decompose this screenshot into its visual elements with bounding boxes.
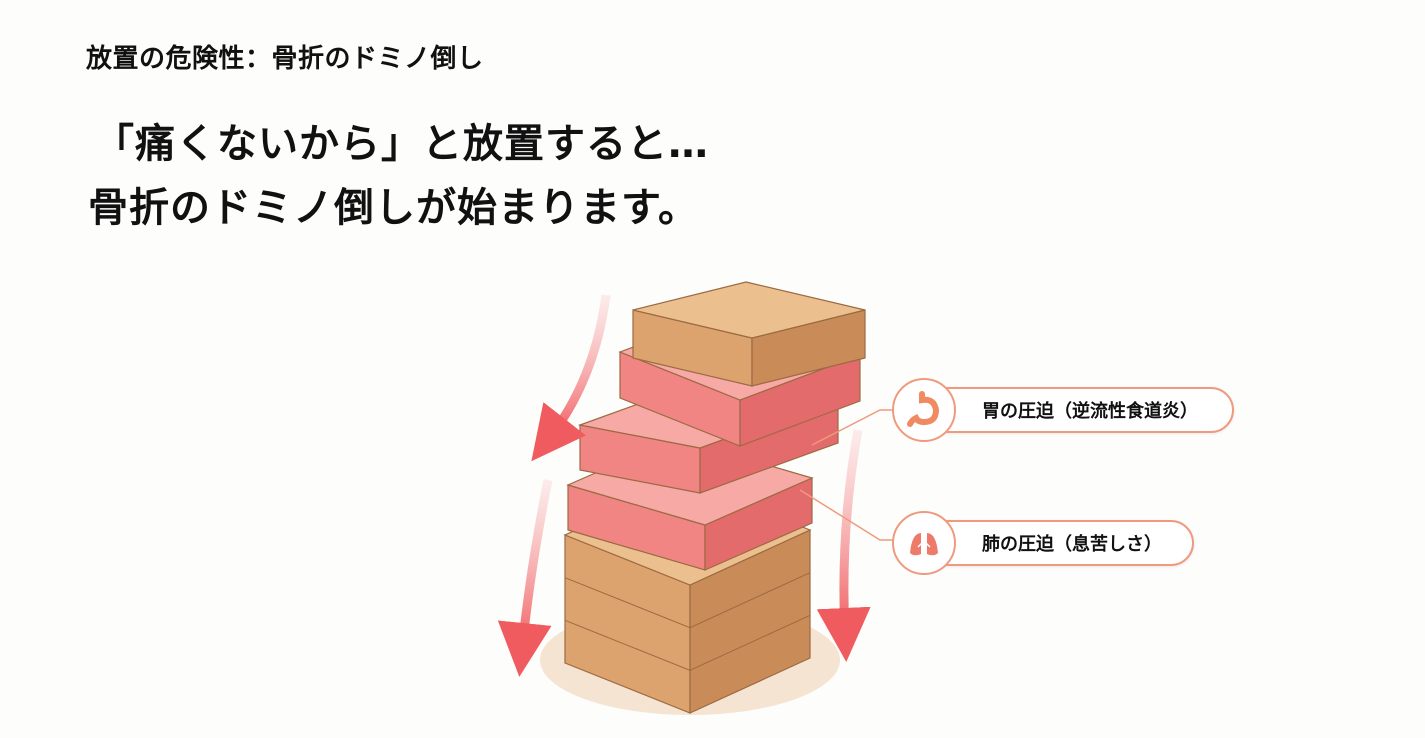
stomach-icon	[892, 378, 956, 442]
top-vertebra-top-face	[632, 281, 866, 339]
arrow-down-icon	[497, 479, 553, 677]
brick-seam	[564, 614, 811, 671]
callout-lungs: 肺の圧迫（息苦しさ）	[922, 520, 1194, 566]
headline-line-2: 骨折のドミノ倒しが始まります。	[88, 185, 699, 231]
collapse-arrows	[497, 294, 871, 677]
vertebra-tower	[563, 281, 866, 714]
headline: 「痛くないから」と放置すると… 骨折のドミノ倒しが始まります。	[88, 112, 709, 240]
slide-subtitle: 放置の危険性：骨折のドミノ倒し	[86, 44, 484, 74]
lungs-icon	[892, 511, 956, 575]
headline-line-1: 「痛くないから」と放置すると…	[94, 121, 709, 167]
arrow-down-icon	[816, 429, 871, 662]
callout-text: 胃の圧迫（逆流性食道炎）	[982, 401, 1198, 422]
callout-stomach: 胃の圧迫（逆流性食道炎）	[922, 387, 1234, 433]
brick-seam	[564, 572, 811, 629]
callout-text: 肺の圧迫（息苦しさ）	[982, 534, 1162, 555]
arrow-down-icon	[531, 294, 611, 462]
